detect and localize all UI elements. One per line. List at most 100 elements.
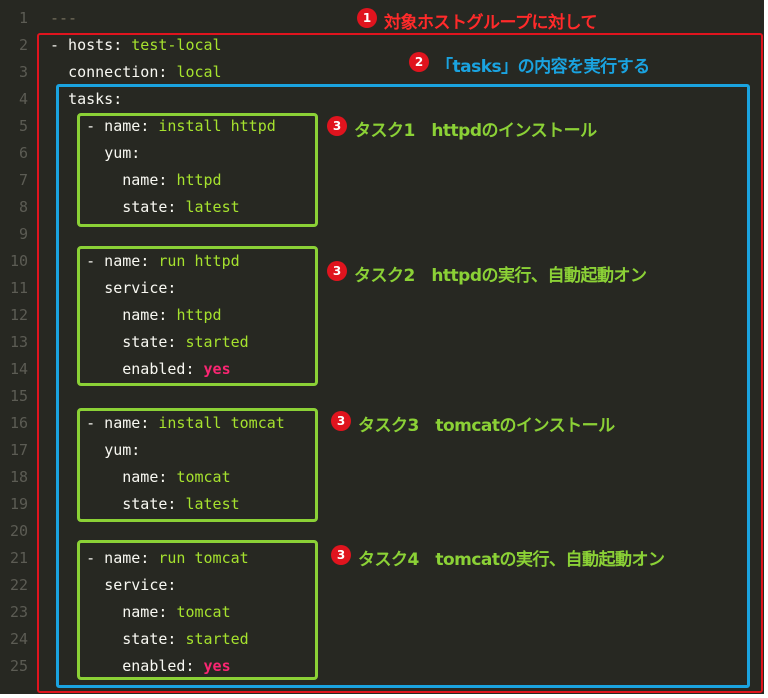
annotation-badge-1: 1: [357, 8, 377, 28]
yaml-key: state: [122, 198, 168, 216]
code-text: - name: install tomcat: [50, 410, 285, 437]
yaml-key: enabled: [122, 657, 186, 675]
yaml-separator: :: [167, 333, 186, 351]
code-line: 9: [0, 221, 760, 248]
yaml-key: - name: [86, 117, 141, 135]
tasks-highlight-box: [56, 84, 750, 688]
yaml-value: tomcat: [176, 603, 231, 621]
code-text: service:: [50, 572, 176, 599]
code-text: service:: [50, 275, 176, 302]
code-line: 17 yum:: [0, 437, 760, 464]
code-line: 6 yum:: [0, 140, 760, 167]
yaml-separator: :: [167, 495, 186, 513]
line-number: 22: [9, 576, 28, 594]
yaml-value: latest: [185, 495, 240, 513]
yaml-separator: :: [185, 657, 204, 675]
line-number: 2: [18, 36, 28, 54]
annotation-badge-task1: 3: [327, 116, 347, 136]
yaml-key: service: [104, 576, 168, 594]
annotation-tasks: 「tasks」の内容を実行する: [436, 57, 650, 77]
code-text: connection: local: [50, 59, 222, 86]
code-line: 12 name: httpd: [0, 302, 760, 329]
yaml-separator: :: [140, 117, 159, 135]
code-text: - name: run httpd: [50, 248, 240, 275]
line-number: 11: [9, 279, 28, 297]
code-text: name: tomcat: [50, 464, 230, 491]
line-number: 15: [9, 387, 28, 405]
yaml-separator: :: [167, 198, 186, 216]
line-number: 19: [9, 495, 28, 513]
annotation-task4: タスク4 tomcatの実行、自動起動オン: [358, 550, 665, 570]
yaml-key: - name: [86, 414, 141, 432]
line-number: 7: [18, 171, 28, 189]
yaml-key: state: [122, 495, 168, 513]
code-text: enabled: yes: [50, 356, 230, 383]
yaml-separator: :: [158, 603, 177, 621]
code-text: name: httpd: [50, 167, 221, 194]
yaml-key: yum: [104, 144, 132, 162]
yaml-value: ---: [50, 9, 78, 27]
code-line: 5 - name: install httpd: [0, 113, 760, 140]
yaml-value: httpd: [176, 306, 222, 324]
code-text: ---: [50, 5, 77, 32]
yaml-separator: :: [158, 306, 177, 324]
hosts-highlight-box: [37, 33, 763, 693]
line-number: 18: [9, 468, 28, 486]
yaml-key: connection: [68, 63, 159, 81]
task4-highlight-box: [77, 540, 318, 680]
yaml-separator: :: [158, 171, 177, 189]
line-number: 5: [18, 117, 28, 135]
code-line: 1 ---: [0, 5, 760, 32]
line-number: 3: [18, 63, 28, 81]
code-text: enabled: yes: [50, 653, 231, 680]
code-text: yum:: [50, 437, 140, 464]
line-number: 20: [9, 522, 28, 540]
yaml-separator: :: [167, 576, 177, 594]
task3-highlight-box: [77, 408, 318, 522]
yaml-value: latest: [185, 198, 240, 216]
code-line: 23 name: tomcat: [0, 599, 760, 626]
yaml-value: install httpd: [158, 117, 276, 135]
yaml-separator: :: [185, 360, 204, 378]
code-line: 8 state: latest: [0, 194, 760, 221]
code-line: 10 - name: run httpd: [0, 248, 760, 275]
annotation-badge-2: 2: [409, 52, 429, 72]
annotation-task2: タスク2 httpdの実行、自動起動オン: [354, 266, 647, 286]
line-number: 9: [18, 225, 28, 243]
yaml-value: started: [185, 630, 249, 648]
yaml-key: name: [122, 603, 159, 621]
code-line: 16 - name: install tomcat: [0, 410, 760, 437]
yaml-separator: :: [140, 414, 159, 432]
yaml-key: enabled: [122, 360, 186, 378]
code-line: 20: [0, 518, 760, 545]
yaml-separator: :: [167, 279, 177, 297]
yaml-value: local: [176, 63, 222, 81]
line-number: 24: [9, 630, 28, 648]
yaml-key: - hosts: [50, 36, 114, 54]
code-line: 3 connection: local: [0, 59, 760, 86]
line-number: 23: [9, 603, 28, 621]
yaml-key: tasks: [68, 90, 114, 108]
line-number: 21: [9, 549, 28, 567]
yaml-value: yes: [203, 657, 231, 675]
code-text: - name: install httpd: [50, 113, 276, 140]
code-text: state: started: [50, 329, 248, 356]
annotation-badge-task3: 3: [331, 411, 351, 431]
code-line: 2 - hosts: test-local: [0, 32, 760, 59]
yaml-key: name: [122, 468, 159, 486]
task2-highlight-box: [77, 246, 318, 386]
code-line: 22 service:: [0, 572, 760, 599]
code-line: 18 name: tomcat: [0, 464, 760, 491]
annotation-task1: タスク1 httpdのインストール: [354, 121, 597, 141]
code-text: - hosts: test-local: [50, 32, 222, 59]
yaml-key: - name: [86, 252, 141, 270]
annotation-badge-task2: 3: [327, 261, 347, 281]
line-number: 8: [18, 198, 28, 216]
annotation-badge-task4: 3: [331, 545, 351, 565]
yaml-value: run tomcat: [158, 549, 249, 567]
yaml-separator: :: [140, 549, 159, 567]
yaml-separator: :: [113, 90, 123, 108]
yaml-value: test-local: [131, 36, 222, 54]
code-line: 7 name: httpd: [0, 167, 760, 194]
line-number: 13: [9, 333, 28, 351]
